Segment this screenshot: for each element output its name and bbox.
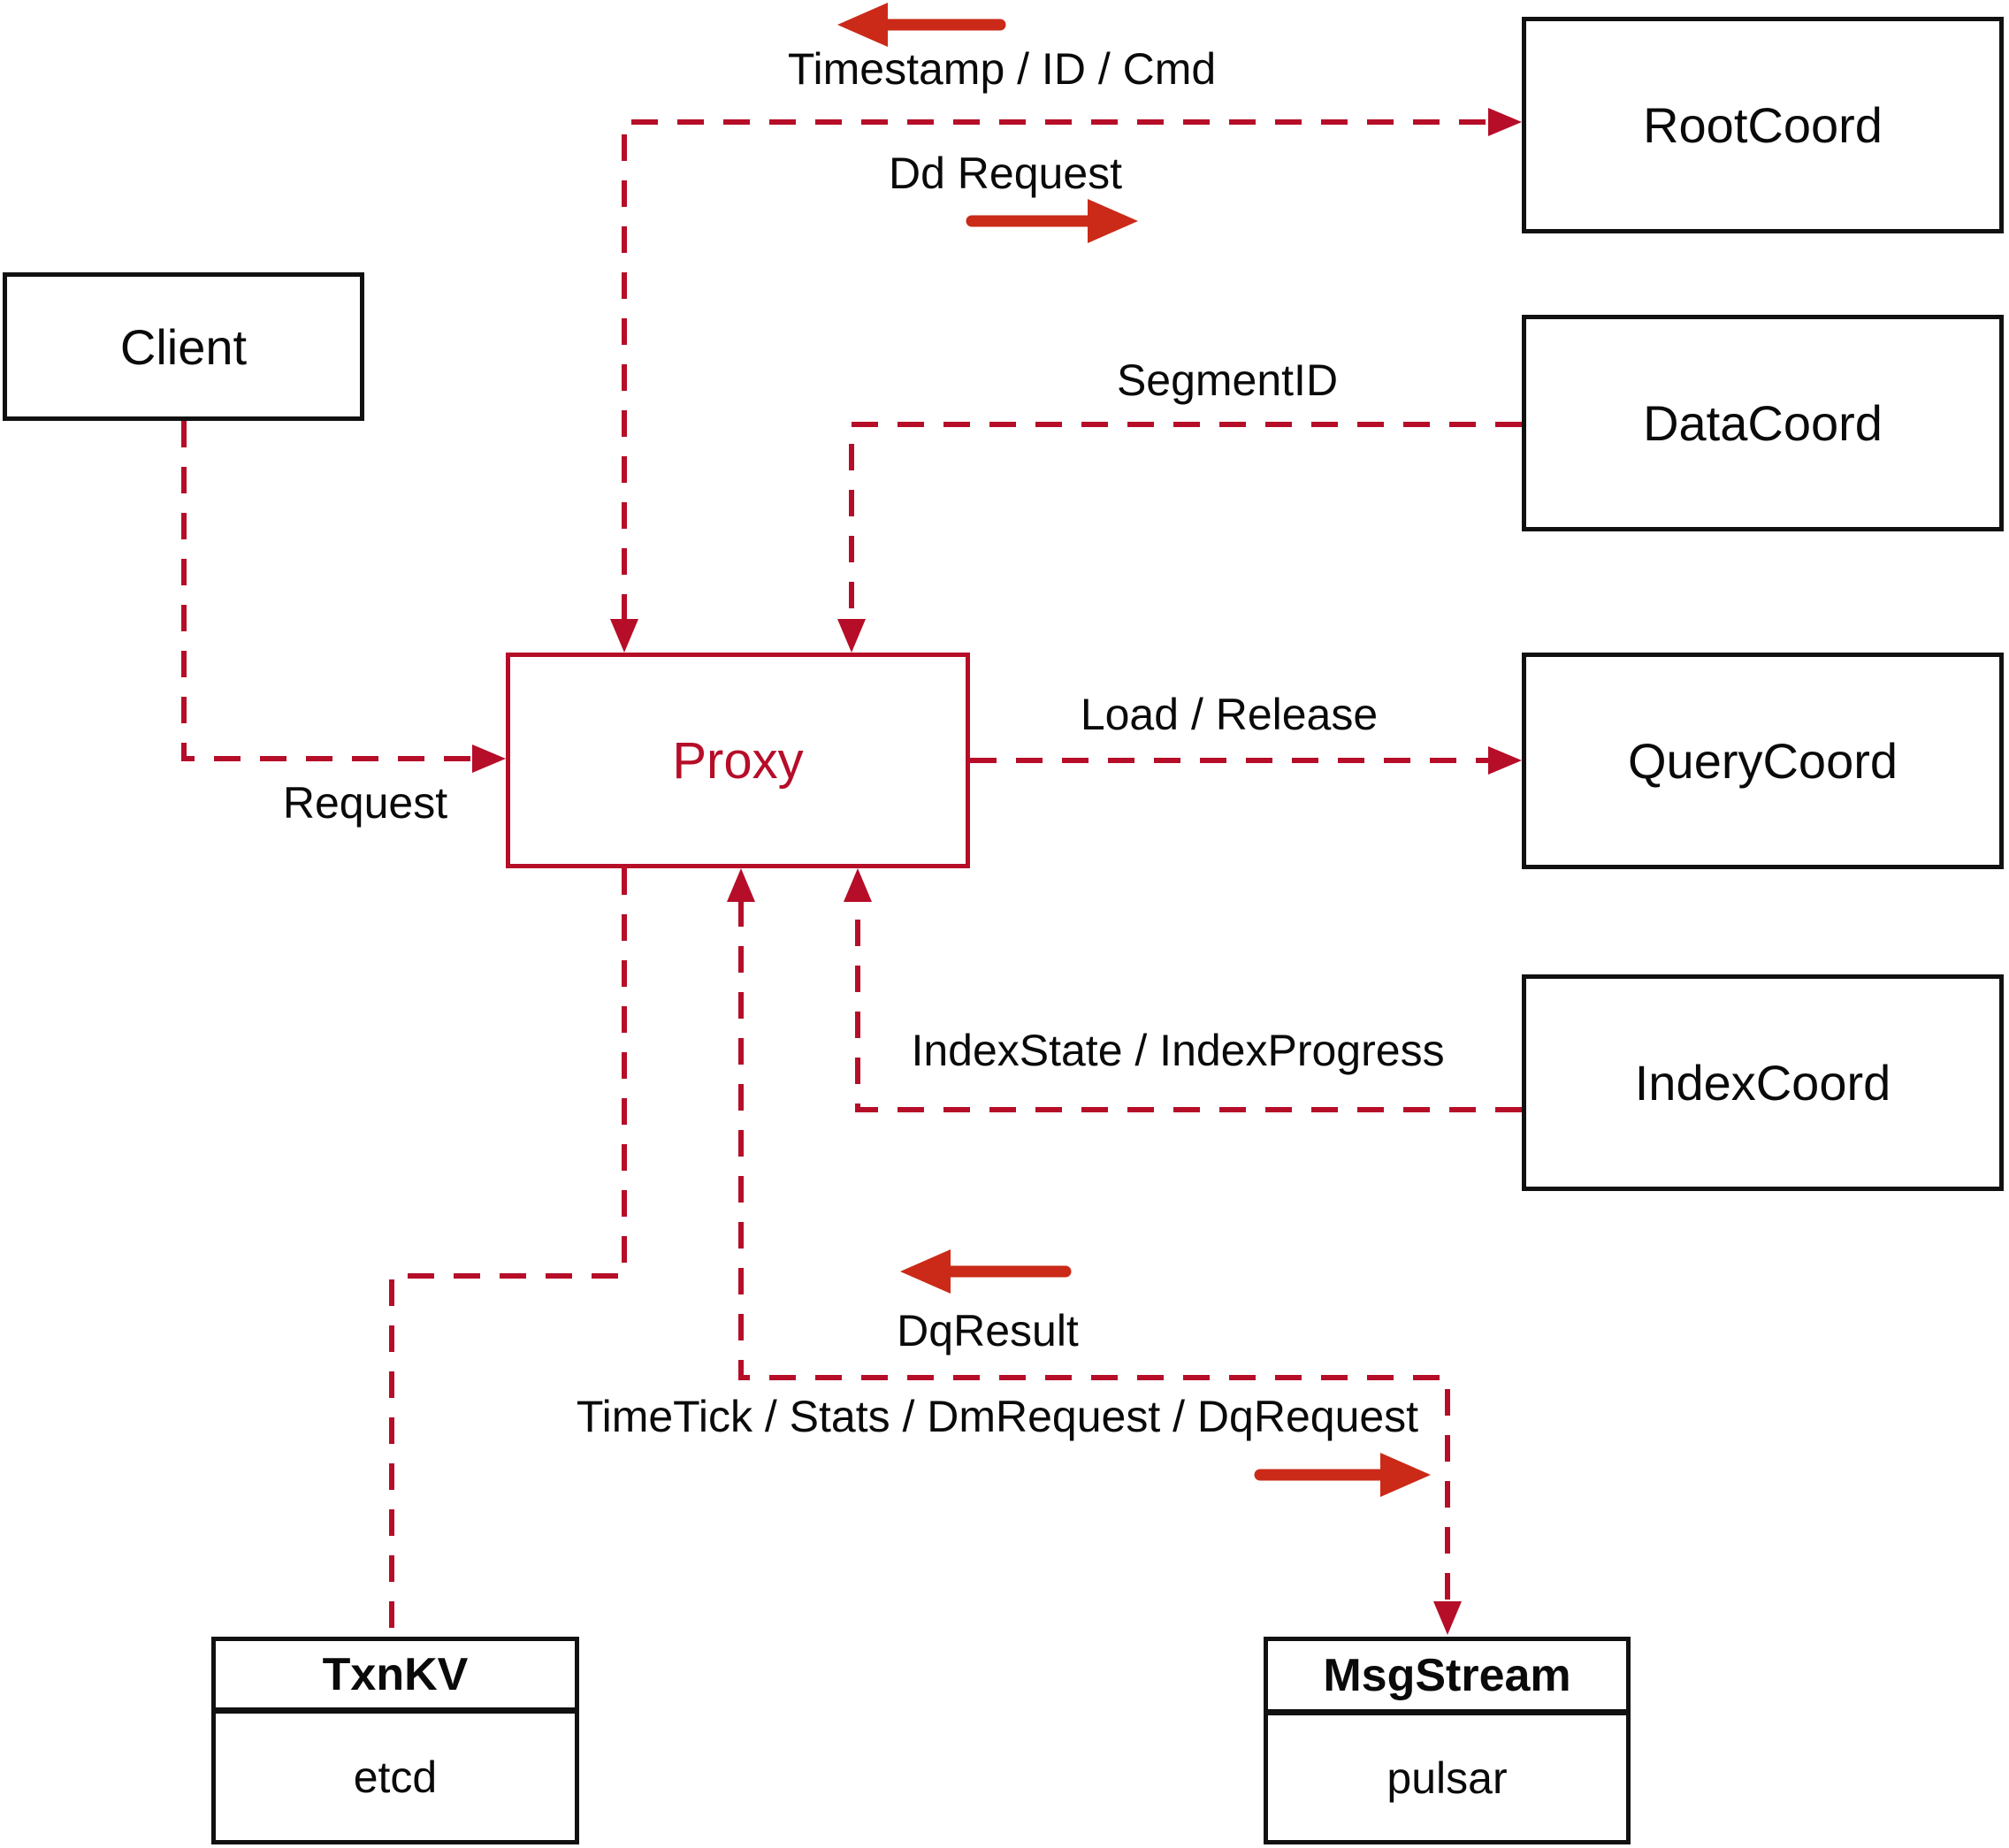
node-indexcoord: IndexCoord (1522, 974, 2004, 1191)
edge-label-segment-id: SegmentID (1116, 355, 1339, 405)
edge-client-proxy (181, 421, 506, 773)
node-client-label: Client (119, 318, 248, 375)
node-msgstream: MsgStream pulsar (1264, 1637, 1631, 1844)
edge-proxy-txnkv (389, 868, 627, 1635)
edge-datacoord-proxy (837, 422, 1522, 653)
node-rootcoord: RootCoord (1522, 17, 2004, 233)
node-proxy: Proxy (506, 653, 970, 868)
node-datacoord-label: DataCoord (1643, 395, 1883, 451)
edge-proxy-rootcoord (610, 108, 1522, 653)
node-proxy-label: Proxy (672, 731, 804, 790)
node-msgstream-impl: pulsar (1386, 1753, 1508, 1803)
node-msgstream-title: MsgStream (1268, 1641, 1626, 1715)
edge-label-dd-request: Dd Request (888, 149, 1123, 198)
node-txnkv-impl: etcd (353, 1752, 438, 1802)
node-txnkv-title: TxnKV (216, 1641, 575, 1714)
timestamp-direction-left-arrow (837, 3, 1006, 47)
edge-label-dq-result: DqResult (897, 1306, 1079, 1355)
node-querycoord-label: QueryCoord (1627, 733, 1898, 789)
edge-proxy-querycoord (970, 746, 1522, 775)
node-txnkv: TxnKV etcd (211, 1637, 579, 1844)
dd-request-direction-right-arrow (966, 199, 1138, 243)
edge-label-timetick-stats: TimeTick / Stats / DmRequest / DqRequest (576, 1392, 1419, 1441)
edge-label-request: Request (282, 778, 448, 828)
node-indexcoord-label: IndexCoord (1634, 1055, 1891, 1111)
edge-indexcoord-proxy (844, 868, 1522, 1112)
node-querycoord: QueryCoord (1522, 653, 2004, 869)
timetick-direction-right-arrow (1254, 1453, 1431, 1497)
node-datacoord: DataCoord (1522, 315, 2004, 531)
dq-result-direction-left-arrow (900, 1249, 1072, 1294)
edge-label-index-state-progress: IndexState / IndexProgress (911, 1026, 1445, 1075)
edge-proxy-msgstream (727, 868, 1462, 1635)
node-client: Client (3, 272, 364, 421)
node-rootcoord-label: RootCoord (1643, 97, 1883, 153)
edge-label-load-release: Load / Release (1080, 690, 1379, 739)
edge-label-timestamp-id-cmd: Timestamp / ID / Cmd (787, 44, 1217, 94)
